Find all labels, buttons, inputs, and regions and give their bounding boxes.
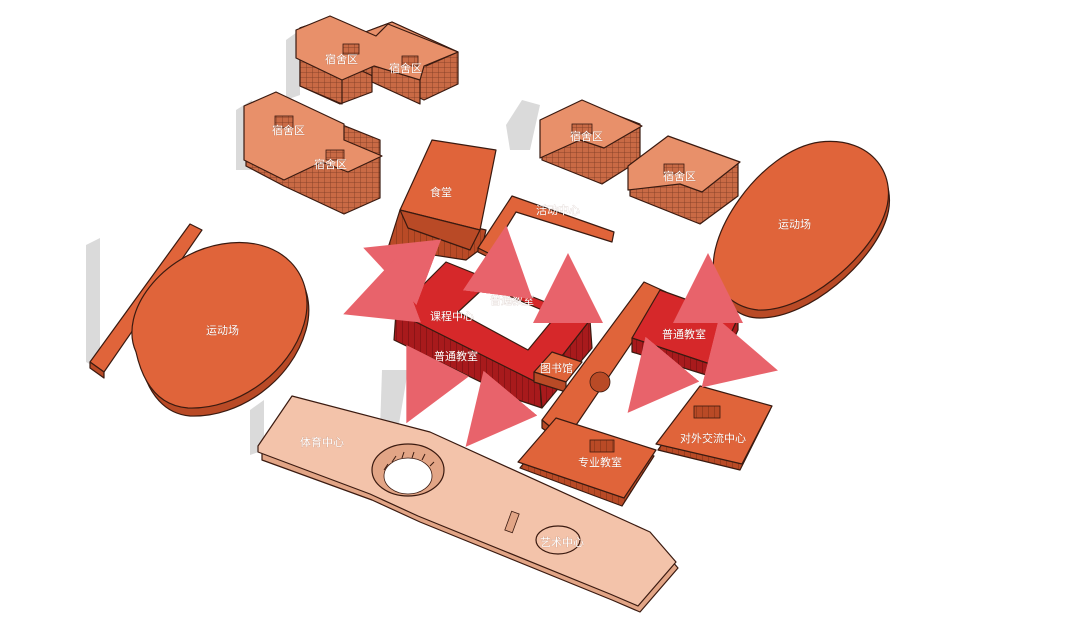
label-activity-center: 活动中心 [536, 204, 580, 217]
special-classroom-building: 专业教室 [517, 417, 657, 507]
label-dorm-4: 宿舍区 [314, 157, 347, 171]
label-dorm-6: 宿舍区 [663, 169, 696, 183]
arrow-north-1 [462, 225, 533, 300]
arrow-east [701, 319, 778, 388]
label-dorm-2: 宿舍区 [389, 61, 422, 75]
sports-art-center-building: 体育中心 艺术中心 [257, 395, 679, 613]
arrow-south-1 [406, 345, 469, 424]
dorm-block-right: 宿舍区 宿舍区 [539, 99, 741, 225]
label-track-right: 运动场 [778, 217, 811, 231]
label-library: 图书馆 [540, 361, 573, 375]
label-exchange-center: 对外交流中心 [680, 431, 746, 445]
arrow-west-lower [343, 256, 422, 323]
label-dorm-3: 宿舍区 [272, 123, 305, 137]
library-building: 图书馆 [533, 351, 583, 393]
label-classroom-bottom: 普通教室 [434, 349, 478, 363]
label-dorm-1: 宿舍区 [325, 52, 358, 66]
canteen-building: 食堂 [387, 139, 497, 261]
flow-arrows [343, 225, 778, 447]
label-art-center: 艺术中心 [540, 536, 584, 549]
label-classroom-top: 普通教室 [490, 293, 534, 307]
label-curriculum-center: 课程中心 [430, 310, 474, 323]
label-track-left: 运动场 [206, 323, 239, 337]
track-right: 运动场 [712, 140, 891, 319]
label-dorm-5: 宿舍区 [570, 129, 603, 143]
activity-center-building: 活动中心 [477, 195, 615, 259]
exchange-center-building: 对外交流中心 [655, 385, 773, 471]
arrow-south-2 [465, 370, 538, 447]
label-canteen: 食堂 [430, 185, 452, 199]
label-sports-center: 体育中心 [300, 435, 344, 449]
label-special-classroom: 专业教室 [578, 455, 622, 469]
dorm-block-top: 宿舍区 宿舍区 [295, 15, 459, 105]
dorm-block-mid: 宿舍区 宿舍区 [243, 91, 383, 215]
label-classroom-right: 普通教室 [662, 327, 706, 341]
track-left: 运动场 [131, 241, 310, 417]
arrow-west-upper [363, 239, 442, 306]
arrow-south-3 [627, 336, 700, 413]
